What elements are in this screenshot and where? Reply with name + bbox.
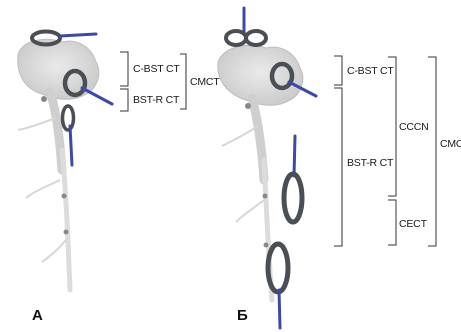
- bracket-b-ccen: [388, 57, 396, 196]
- panel-b-ganglion-1: [245, 103, 251, 109]
- label-a-c-bst-ct: C-BST CT: [133, 63, 180, 75]
- panel-a-nerve-root-2: [26, 180, 60, 198]
- label-a-bst-r-ct: BST-R CT: [133, 94, 179, 106]
- label-b-bst-r-ct: BST-R CT: [347, 157, 393, 169]
- label-b-ccen: CCCN: [399, 121, 429, 133]
- panel-a-ganglion-3: [64, 230, 69, 235]
- panel-a-spinal-cord: [62, 150, 70, 290]
- label-b-cect: CECT: [399, 218, 427, 230]
- panel-a-ganglion-1: [41, 96, 47, 102]
- panel-a-ganglion-2: [62, 194, 67, 199]
- panel-a-brainstem: [50, 92, 62, 170]
- panel-b-figure: [218, 8, 316, 328]
- panel-letter-b: Б: [237, 307, 248, 324]
- bracket-b-c-bst: [334, 56, 342, 85]
- panel-b-nerve-root-1: [222, 126, 258, 146]
- panel-a-nerve-root-3: [42, 240, 66, 262]
- panel-b-nerve-root-2: [236, 200, 264, 222]
- bracket-a-bst-r: [120, 89, 128, 111]
- panel-a-figure: [18, 32, 112, 291]
- panel-letter-a: А: [32, 307, 43, 324]
- panel-b-coil-thoracic: [284, 136, 302, 222]
- panel-b-ganglion-2: [263, 194, 268, 199]
- panel-a-nerve-root-1: [18, 118, 56, 130]
- label-a-cmct: CMCT: [190, 76, 220, 88]
- bracket-a-cmct: [180, 54, 186, 109]
- panel-b-coil-cortex: [226, 8, 266, 45]
- bracket-b-bst-r: [334, 88, 342, 246]
- label-b-c-bst-ct: C-BST CT: [347, 65, 394, 77]
- panel-b-coil-lumbar: [268, 244, 288, 328]
- bracket-b-cect: [388, 200, 396, 245]
- label-b-cmct: CMC: [440, 138, 461, 150]
- panel-b-ganglion-3: [264, 243, 269, 248]
- bracket-a-c-bst: [120, 52, 128, 86]
- bracket-b-cmct: [428, 57, 436, 246]
